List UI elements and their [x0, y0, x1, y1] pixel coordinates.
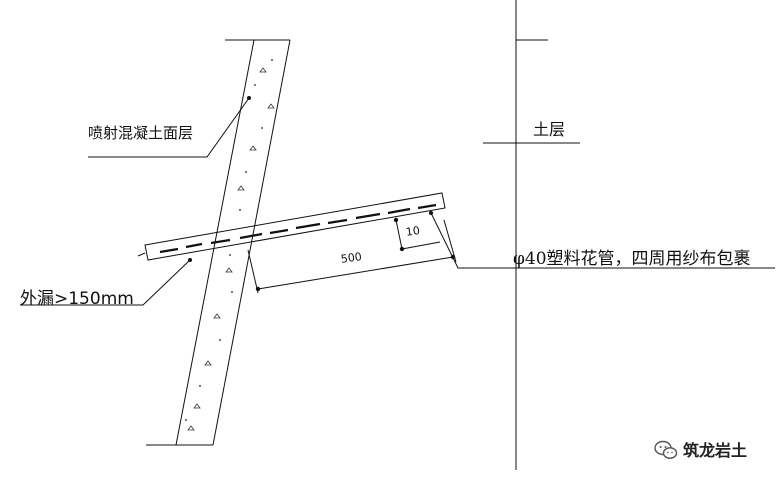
pipe-dash-3	[210, 238, 231, 245]
pipe-dash-4	[239, 232, 263, 240]
pipe-leader	[430, 212, 775, 269]
leader-dot-shotcrete	[247, 96, 251, 100]
wall-right-edge	[212, 39, 291, 446]
watermark-icon-space	[655, 439, 677, 459]
leader-dot-pipe	[429, 211, 433, 215]
shotcrete-leader	[88, 97, 250, 158]
outer-leader	[20, 259, 191, 306]
pipe-dash-1	[159, 247, 179, 254]
soil-layer-label: 土层	[533, 120, 566, 139]
aggregate-8	[193, 403, 201, 409]
plastic-pipe	[144, 192, 446, 261]
wechat-icon	[654, 440, 678, 459]
watermark: 筑龙岩土	[655, 437, 747, 461]
grain-8	[185, 419, 187, 421]
dim-10-ext	[401, 241, 441, 250]
pipe-dash-10	[417, 203, 437, 210]
aggregate-1	[259, 67, 267, 73]
dim-500-ext-left	[247, 249, 259, 294]
grain-1	[271, 59, 273, 61]
dim-tick-2	[450, 254, 456, 260]
dim-tick-1	[255, 286, 261, 292]
aggregate-5	[225, 267, 233, 273]
grain-5	[231, 291, 233, 293]
pipe-dash-9	[387, 207, 411, 215]
dim-tick-3	[393, 217, 399, 223]
aggregate-2	[267, 103, 275, 109]
pipe-dash-7	[327, 218, 348, 225]
aggregate-6	[213, 313, 221, 319]
outer-exposure-label: 外漏>150mm	[20, 289, 134, 309]
pipe-end-arrow	[137, 252, 146, 257]
dim-500-line	[257, 256, 454, 290]
pipe-spec-label: φ40塑料花管，四周用纱布包裹	[513, 249, 751, 269]
dim-500-ext-right	[443, 219, 457, 263]
pipe-dash-6	[295, 222, 321, 230]
aggregate-7	[204, 360, 212, 366]
grain-4	[239, 209, 241, 211]
aggregate-9	[187, 425, 195, 431]
pipe-dash-2	[185, 242, 203, 249]
leader-dot-outer	[188, 258, 192, 262]
grain-7	[199, 385, 201, 387]
pipe-dash-5	[269, 228, 289, 235]
shotcrete-layer-label: 喷射混凝土面层	[88, 124, 194, 142]
grain-9	[254, 84, 256, 86]
grain-2	[261, 127, 263, 129]
grain-6	[219, 339, 221, 341]
watermark-text: 筑龙岩土	[683, 441, 748, 460]
dim-tick-4	[399, 246, 405, 252]
aggregate-4	[237, 185, 245, 191]
grain-3	[245, 171, 247, 173]
aggregate-3	[249, 145, 257, 151]
dimension-10-label: 10	[405, 224, 421, 239]
grain-10	[229, 254, 231, 256]
dim-10-line	[395, 219, 403, 250]
pipe-dash-8	[355, 212, 381, 220]
